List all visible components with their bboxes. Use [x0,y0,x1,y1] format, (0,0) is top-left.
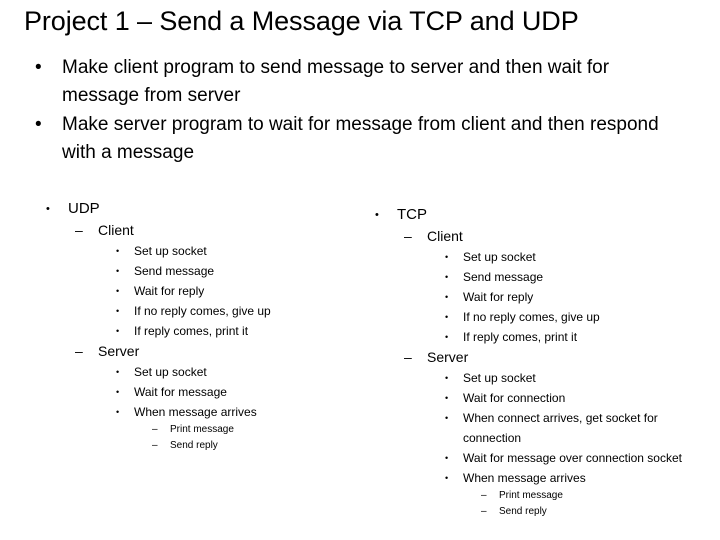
substep-item-label: Print message [499,490,563,501]
step-item-label: Wait for reply [463,290,534,304]
step-item-label: Set up socket [463,250,536,264]
step-item: • When message arrives [42,402,352,422]
section-label-label: Client [427,228,463,244]
disc-bullet-icon: • [445,332,449,342]
step-item-label: Send message [134,264,215,278]
disc-bullet-icon: • [445,453,449,463]
step-item: • If no reply comes, give up [371,307,701,327]
overview-bullet: • Make client program to send message to … [30,54,670,110]
section-label: –Server [42,341,352,362]
section-label-label: Client [98,222,134,238]
substep-item-label: Send reply [499,506,547,517]
step-item: • Wait for connection [371,388,701,408]
step-item: • If reply comes, print it [42,321,352,341]
column-udp: •UDP–Client•Set up socket•Send message•W… [42,198,352,454]
step-item-label: When message arrives [134,405,257,419]
disc-bullet-icon: • [116,367,120,377]
substep-item-label: Send reply [170,440,218,451]
step-item-label: Wait for message [134,385,227,399]
disc-bullet-icon: • [35,114,42,135]
step-item: • When connect arrives, get socket for co… [371,408,701,448]
dash-bullet-icon: – [75,222,83,238]
dash-bullet-icon: – [75,343,83,359]
step-item-label: Wait for message over connection socket [463,451,682,465]
disc-bullet-icon: • [445,292,449,302]
section-label: –Client [42,220,352,241]
step-item: • Set up socket [371,247,701,267]
protocol-heading-label: TCP [397,206,427,223]
protocol-heading: • UDP [42,198,352,220]
disc-bullet-icon: • [116,387,120,397]
step-item: • Set up socket [42,362,352,382]
step-item-label: When message arrives [463,471,586,485]
dash-bullet-icon: – [152,440,158,451]
disc-bullet-icon: • [445,252,449,262]
disc-bullet-icon: • [116,306,120,316]
step-item: • If reply comes, print it [371,327,701,347]
step-item-label: If no reply comes, give up [134,304,271,318]
disc-bullet-icon: • [116,286,120,296]
protocol-heading: • TCP [371,204,701,226]
disc-bullet-icon: • [445,272,449,282]
overview-bullet-label: Make server program to wait for message … [62,114,659,163]
disc-bullet-icon: • [445,373,449,383]
dash-bullet-icon: – [481,490,487,501]
disc-bullet-icon: • [35,57,42,78]
substep-item: – Send reply [42,438,352,454]
dash-bullet-icon: – [404,349,412,365]
step-item: • Send message [42,261,352,281]
step-item-label: Wait for reply [134,284,205,298]
section-label-label: Server [98,343,140,359]
disc-bullet-icon: • [445,473,449,483]
substep-item: – Print message [371,488,701,504]
substep-item-label: Print message [170,424,234,435]
disc-bullet-icon: • [46,203,50,215]
step-item-label: When connect arrives, get socket for con… [463,411,658,445]
step-item: • When message arrives [371,468,701,488]
disc-bullet-icon: • [116,246,120,256]
step-item-label: If reply comes, print it [463,330,578,344]
disc-bullet-icon: • [116,266,120,276]
step-item: • Wait for reply [371,287,701,307]
substep-item: – Send reply [371,504,701,520]
page-title: Project 1 – Send a Message via TCP and U… [24,6,579,36]
overview-bullet-list: • Make client program to send message to … [30,54,670,168]
step-item-label: Wait for connection [463,391,566,405]
substep-item: – Print message [42,422,352,438]
disc-bullet-icon: • [116,407,120,417]
disc-bullet-icon: • [445,393,449,403]
step-item-label: If reply comes, print it [134,324,249,338]
dash-bullet-icon: – [481,506,487,517]
column-tcp: •TCP–Client•Set up socket•Send message•W… [371,204,701,520]
dash-bullet-icon: – [404,228,412,244]
step-item: • Set up socket [371,368,701,388]
section-label-label: Server [427,349,469,365]
step-item: • Wait for reply [42,281,352,301]
step-item-label: Set up socket [134,244,207,258]
step-item-label: Set up socket [463,371,536,385]
step-item: • If no reply comes, give up [42,301,352,321]
disc-bullet-icon: • [375,209,379,221]
section-label: –Server [371,347,701,368]
disc-bullet-icon: • [116,326,120,336]
disc-bullet-icon: • [445,413,449,423]
section-label: –Client [371,226,701,247]
step-item-label: Set up socket [134,365,207,379]
step-item: • Wait for message over connection socket [371,448,701,468]
disc-bullet-icon: • [445,312,449,322]
step-item: • Send message [371,267,701,287]
overview-bullet: • Make server program to wait for message… [30,111,670,167]
step-item-label: If no reply comes, give up [463,310,600,324]
overview-bullet-label: Make client program to send message to s… [62,57,610,106]
step-item: • Set up socket [42,241,352,261]
step-item-label: Send message [463,270,544,284]
dash-bullet-icon: – [152,424,158,435]
protocol-heading-label: UDP [68,200,100,217]
step-item: • Wait for message [42,382,352,402]
